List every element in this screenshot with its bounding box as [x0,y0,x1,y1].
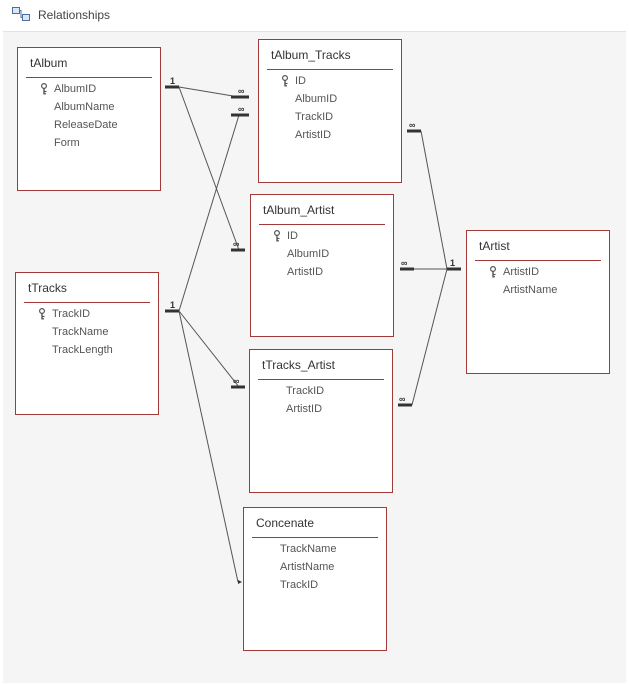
cardinality-label: ∞ [399,394,406,404]
table-title: tAlbum_Artist [263,203,335,217]
cardinality-label: ∞ [233,376,240,386]
divider [267,69,393,70]
field-row[interactable]: ArtistName [467,281,609,299]
field-name: AlbumName [54,101,115,113]
field-row[interactable]: ArtistID [250,400,392,418]
field-name: ArtistID [287,266,324,278]
field-name: ArtistID [503,266,540,278]
field-name: ArtistID [286,403,323,415]
table-title: tTracks [28,281,67,295]
field-row[interactable]: ArtistID [251,263,393,281]
field-row[interactable]: ID [251,227,393,245]
divider [475,260,601,261]
field-name: TrackName [52,326,109,338]
table-tartist[interactable]: tArtist ArtistID ArtistName [466,230,610,374]
field-list: ID AlbumID TrackID ArtistID [259,72,401,144]
field-name: TrackID [280,579,319,591]
field-row[interactable]: TrackID [244,576,386,594]
field-name: TrackID [52,308,91,320]
divider [24,302,150,303]
field-name: AlbumID [54,83,97,95]
field-list: ArtistID ArtistName [467,263,609,299]
field-name: ID [287,230,298,242]
table-talbum-artist[interactable]: tAlbum_Artist ID AlbumID ArtistID [250,194,394,337]
field-row[interactable]: AlbumID [18,80,160,98]
field-row[interactable]: TrackID [259,108,401,126]
cardinality-label: 1 [170,300,176,310]
table-title: tAlbum_Tracks [271,48,351,62]
field-row[interactable]: TrackID [16,305,158,323]
field-row[interactable]: ArtistID [467,263,609,281]
field-list: TrackID ArtistID [250,382,392,418]
cardinality-label: ∞ [401,258,408,268]
window-titlebar: Relationships [0,0,629,30]
window-title: Relationships [38,8,111,22]
field-name: AlbumID [295,93,338,105]
cardinality-label: 1 [450,258,456,268]
cardinality-label: ∞ [233,239,240,249]
field-name: ArtistName [503,284,558,296]
table-title: tAlbum [30,56,68,70]
divider [26,77,152,78]
table-talbum-tracks[interactable]: tAlbum_Tracks ID AlbumID TrackID ArtistID [258,39,402,183]
field-name: ID [295,75,306,87]
field-name: ArtistName [280,561,335,573]
field-list: ID AlbumID ArtistID [251,227,393,281]
divider [258,379,384,380]
cardinality-label: ∞ [409,120,416,130]
table-title: Concenate [256,516,315,530]
field-name: AlbumID [287,248,330,260]
field-row[interactable]: ArtistName [244,558,386,576]
relationships-icon [12,7,30,21]
cardinality-label: ∞ [238,86,245,96]
field-name: ArtistID [295,129,332,141]
field-row[interactable]: TrackName [16,323,158,341]
primary-key-icon [490,266,496,278]
divider [259,224,385,225]
cardinality-label: 1 [170,76,176,86]
table-ttracks-artist[interactable]: tTracks_Artist TrackID ArtistID [249,349,393,493]
field-row[interactable]: AlbumID [259,90,401,108]
field-row[interactable]: ArtistID [259,126,401,144]
field-name: Form [54,137,80,149]
field-row[interactable]: TrackName [244,540,386,558]
field-name: TrackLength [52,344,113,356]
field-name: TrackName [280,543,337,555]
table-title: tTracks_Artist [262,358,335,372]
cardinality-label: ∞ [238,104,245,114]
field-row[interactable]: AlbumName [18,98,160,116]
divider [252,537,378,538]
primary-key-icon [41,83,47,95]
primary-key-icon [39,308,45,320]
field-row[interactable]: AlbumID [251,245,393,263]
primary-key-icon [274,230,280,242]
field-row[interactable]: ID [259,72,401,90]
field-row[interactable]: TrackLength [16,341,158,359]
field-name: TrackID [286,385,325,397]
primary-key-icon [282,75,288,87]
field-row[interactable]: TrackID [250,382,392,400]
field-name: TrackID [295,111,334,123]
table-title: tArtist [479,239,510,253]
field-row[interactable]: ReleaseDate [18,116,160,134]
field-row[interactable]: Form [18,134,160,152]
field-name: ReleaseDate [54,119,118,131]
